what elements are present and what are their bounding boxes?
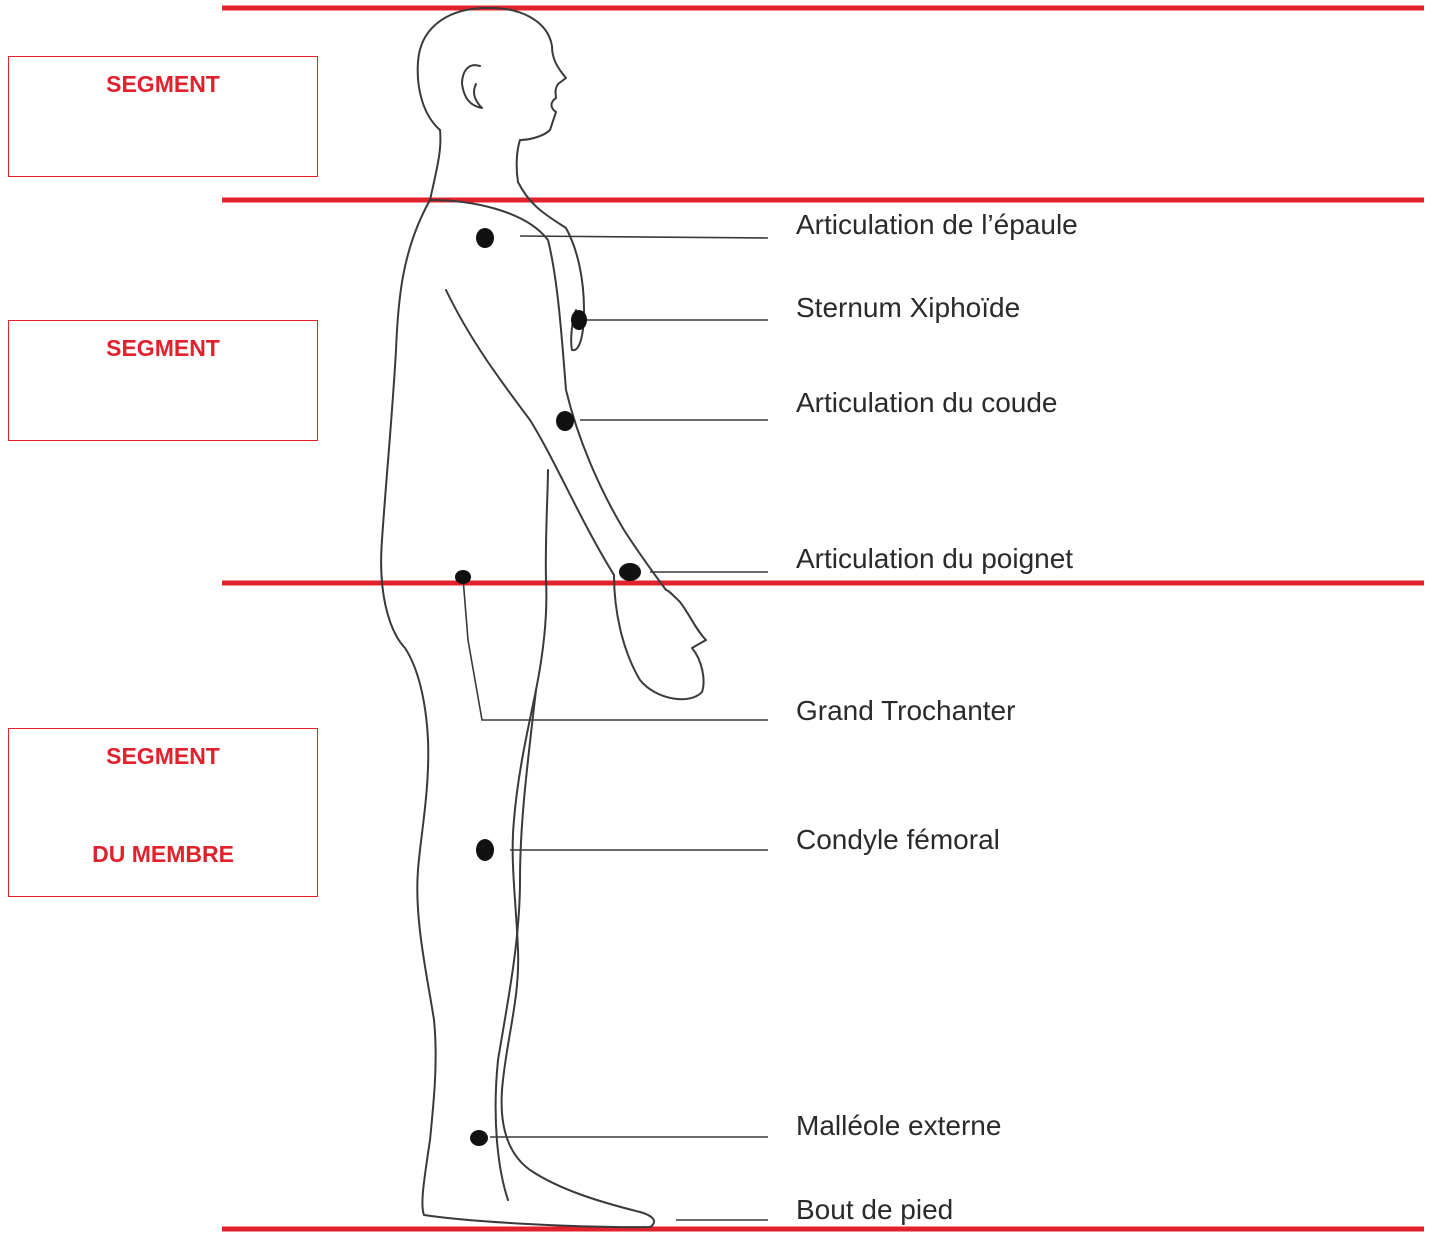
landmark-markers xyxy=(455,228,641,1146)
leader-lines xyxy=(463,236,768,1220)
label-articulation-epaule: Articulation de l’épaule xyxy=(796,209,1078,241)
marker-trochanter xyxy=(455,570,471,584)
label-condyle-femoral: Condyle fémoral xyxy=(796,824,1000,856)
leader-epaule xyxy=(520,236,768,238)
leg-separation-line xyxy=(496,690,536,1200)
label-sternum-xiphoide: Sternum Xiphoïde xyxy=(796,292,1020,324)
body-outline xyxy=(381,8,706,1227)
segment-box-trunk-label: SEGMENT xyxy=(9,335,317,362)
segment-box-trunk: SEGMENT xyxy=(8,320,318,441)
segment-box-limb-sublabel: DU MEMBRE xyxy=(9,841,317,868)
arm-inner-line xyxy=(446,290,614,575)
segment-box-head-label: SEGMENT xyxy=(9,71,317,98)
marker-epaule xyxy=(476,228,494,248)
label-grand-trochanter: Grand Trochanter xyxy=(796,695,1015,727)
arm-outer-line xyxy=(430,200,666,590)
marker-malleole xyxy=(470,1130,488,1146)
segment-dividers xyxy=(222,8,1424,1229)
segment-box-limb: SEGMENT DU MEMBRE xyxy=(8,728,318,897)
body-silhouette xyxy=(381,8,654,1227)
segment-box-limb-label: SEGMENT xyxy=(9,743,317,770)
label-bout-de-pied: Bout de pied xyxy=(796,1194,953,1226)
marker-sternum xyxy=(571,310,587,330)
marker-poignet xyxy=(619,563,641,581)
marker-condyle xyxy=(476,839,494,861)
label-articulation-poignet: Articulation du poignet xyxy=(796,543,1073,575)
label-articulation-coude: Articulation du coude xyxy=(796,387,1058,419)
marker-coude xyxy=(556,411,574,431)
label-malleole-externe: Malléole externe xyxy=(796,1110,1001,1142)
hand-outline xyxy=(614,575,706,699)
ear-outline xyxy=(462,65,482,108)
segment-box-head: SEGMENT xyxy=(8,56,318,177)
